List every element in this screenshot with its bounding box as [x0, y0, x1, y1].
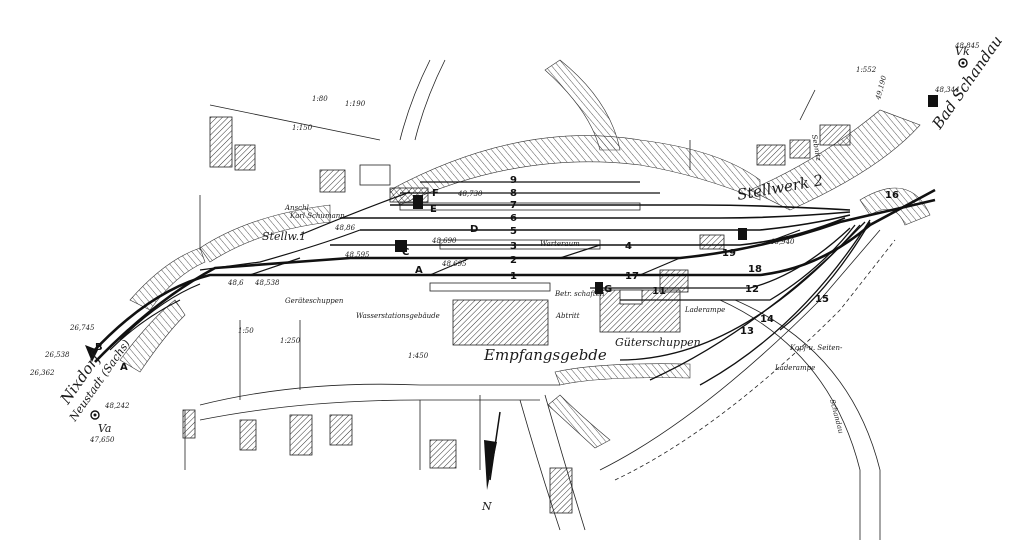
track-number-9: 9 [510, 175, 517, 186]
track-number-18: 18 [748, 264, 762, 275]
km-48538: 48,538 [254, 279, 280, 287]
label-reception-building: Empfangsgebde [483, 346, 607, 364]
buildings [182, 116, 851, 514]
label-waiting-room: Warteraum [540, 240, 580, 248]
kilometer-marks: 48,845 47,650 48,242 26,362 26,538 26,74… [29, 42, 980, 444]
track-number-4: 4 [625, 241, 632, 252]
km-26362: 26,362 [29, 369, 55, 377]
track-number-19: 19 [722, 248, 736, 259]
label-water-house: Wasserstationsgebäude [356, 312, 440, 320]
gradient-1-552: 1:552 [856, 66, 877, 74]
label-loading-ramp-2: Laderampe [774, 364, 815, 372]
km-486: 48,6 [227, 279, 244, 287]
km-49190: 49,190 [874, 74, 888, 101]
km-48242: 48,242 [104, 402, 130, 410]
track-number-14: 14 [760, 314, 774, 325]
street-lines [184, 59, 896, 540]
signal-g: G [604, 284, 612, 295]
track-number-2: 2 [510, 255, 517, 266]
signal-box-markers [85, 58, 968, 420]
label-operations: Betr. schaften [554, 290, 605, 298]
km-4886: 48,86 [334, 224, 356, 232]
signal-f: F [432, 188, 439, 199]
track-number-6: 6 [510, 213, 517, 224]
km-47650: 47,650 [89, 436, 115, 444]
track-number-12: 12 [745, 284, 759, 295]
track-number-8: 8 [510, 188, 517, 199]
label-signal-box-1: Stellw.1 [262, 230, 306, 243]
north-arrow: N [481, 411, 501, 513]
label-head-ramp: Kopf-u. Seiten- [789, 344, 843, 352]
track-number-13: 13 [740, 326, 754, 337]
track-number-16: 16 [885, 190, 899, 201]
signal-a-left: A [120, 362, 128, 373]
km-48695: 48,695 [441, 260, 467, 268]
signal-k: K [928, 97, 937, 108]
gradient-1-450: 1:450 [408, 352, 429, 360]
track-number-5: 5 [510, 226, 517, 237]
km-26538: 26,538 [44, 351, 70, 359]
label-goods-shed: Güterschuppen [615, 336, 701, 349]
km-48845: 48,845 [954, 42, 980, 50]
signal-vk: Vk [955, 45, 970, 58]
track-lines [89, 181, 936, 386]
gradient-1-150: 1:150 [292, 124, 313, 132]
gradient-marks: 1:80 1:190 1:552 1:150 1:250 1:450 1:50 [238, 66, 877, 360]
km-48344: 48,344 [934, 86, 960, 94]
gradient-1-250: 1:250 [280, 337, 301, 345]
label-equipment-shed: Geräteschuppen [285, 297, 344, 305]
track-numbers: 1 2 3 4 5 6 7 8 9 11 12 13 14 15 16 17 1… [510, 175, 899, 337]
track-number-15: 15 [815, 294, 829, 305]
signal-va: Va [98, 422, 112, 435]
platforms [399, 202, 641, 292]
km-48690: 48,690 [431, 237, 457, 245]
signal-c: C [402, 247, 409, 258]
track-number-17: 17 [625, 271, 639, 282]
signal-d: D [470, 224, 478, 235]
label-street-schandau: Schandau [828, 398, 845, 434]
gradient-1-50: 1:50 [238, 327, 254, 335]
km-48730: 48,730 [457, 190, 483, 198]
track-number-1: 1 [510, 271, 517, 282]
signal-e: E [430, 204, 437, 215]
km-48595: 48,595 [344, 251, 370, 259]
north-label: N [481, 500, 492, 513]
km-26745: 26,745 [69, 324, 95, 332]
signal-a: A [415, 265, 423, 276]
track-number-3: 3 [510, 241, 517, 252]
label-street-karl-schumann: Karl Schumann [289, 212, 345, 220]
embankments [119, 59, 931, 449]
label-loading-ramp: Laderampe [684, 306, 725, 314]
gradient-1-80: 1:80 [312, 95, 328, 103]
track-number-11: 11 [652, 286, 666, 297]
label-toilet: Abtritt [555, 312, 580, 320]
label-street-anschl: Anschl. [284, 204, 311, 212]
signals: B A A C D E F G K Va Vk [95, 45, 970, 435]
gradient-1-190: 1:190 [345, 100, 366, 108]
signal-b: B [95, 342, 103, 353]
km-48940: 48,940 [769, 238, 795, 246]
track-number-7: 7 [510, 200, 517, 211]
